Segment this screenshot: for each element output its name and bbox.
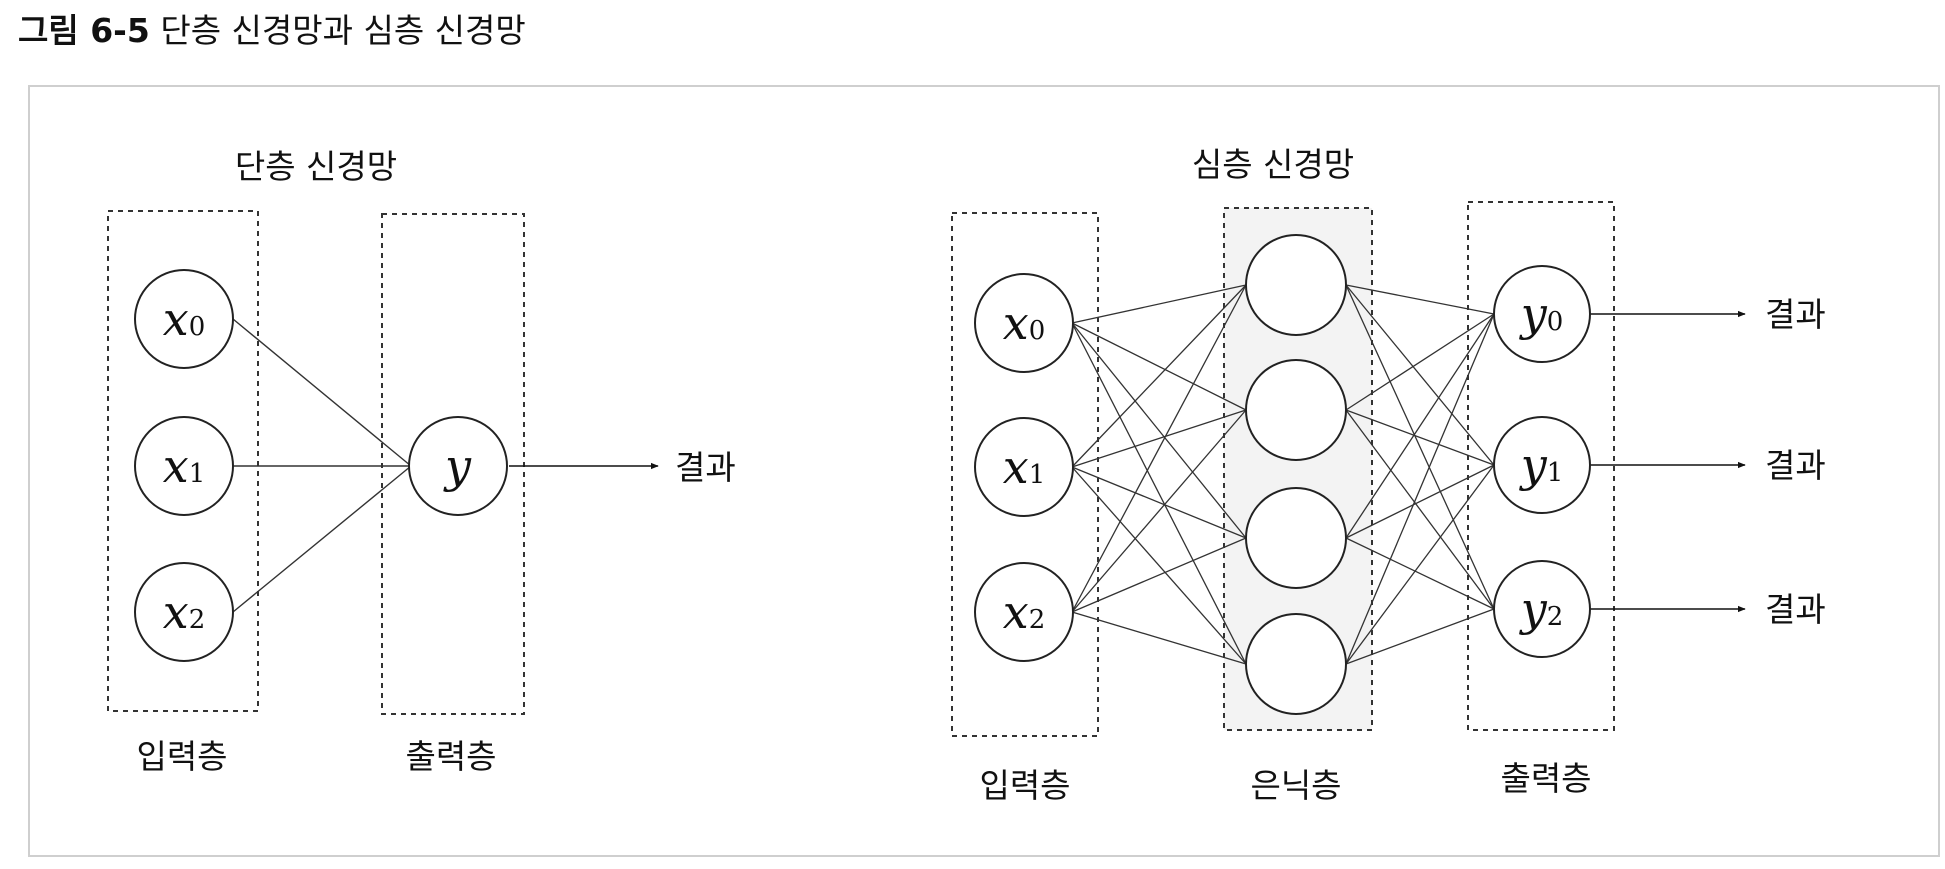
deep-output-layer-box [1467, 201, 1615, 731]
single-output-layer-label: 출력층 [405, 737, 496, 776]
single-layer-network: 단층 신경망 x0 x1 x2 y 결과 입력층 출력층 [107, 147, 736, 776]
figure-number: 그림 6-5 [18, 11, 150, 50]
deep-edge-in2-h1 [1071, 409, 1247, 613]
svg-text:y0: y0 [1519, 287, 1564, 341]
node-subscript: 2 [1547, 602, 1564, 632]
deep-edge-h0-out2 [1345, 284, 1495, 610]
single-output-layer-box [381, 213, 525, 715]
node-subscript: 1 [1029, 460, 1046, 490]
svg-text:y1: y1 [1519, 438, 1564, 492]
deep-edge-h0-out1 [1345, 284, 1495, 466]
single-result-label: 결과 [675, 448, 736, 487]
deep-input-layer-label: 입력층 [979, 766, 1070, 805]
deep-edge-h2-out1 [1345, 464, 1495, 539]
deep-edge-h1-out1 [1345, 409, 1495, 466]
deep-edge-in2-h0 [1071, 284, 1247, 613]
deep-input-node: x2 [974, 562, 1074, 662]
deep-hidden-node [1245, 234, 1347, 336]
deep-edge-in0-h2 [1071, 322, 1247, 539]
single-input-node: x0 [134, 269, 234, 369]
single-input-layer-label: 입력층 [136, 737, 227, 776]
single-input-layer-box [107, 210, 259, 712]
figure-caption: 그림 6-5 단층 신경망과 심층 신경망 [18, 14, 526, 47]
node-var: x [1003, 440, 1029, 494]
node-var: y [1519, 438, 1548, 492]
node-subscript: 2 [189, 605, 206, 635]
node-var: x [1003, 296, 1029, 350]
figure-frame [28, 85, 1940, 857]
deep-output-node: y2 [1493, 560, 1591, 658]
single-edge-x0-y [232, 318, 412, 467]
single-connections [232, 318, 659, 613]
node-var: x [163, 292, 189, 346]
single-input-node: x2 [134, 562, 234, 662]
deep-edge-in1-h1 [1071, 409, 1247, 468]
deep-hidden-layer-label: 은닉층 [1250, 766, 1341, 805]
node-subscript: 0 [189, 312, 206, 342]
deep-edge-in1-h2 [1071, 466, 1247, 539]
deep-output-layer-label: 출력층 [1500, 759, 1591, 798]
svg-text:x1: x1 [1003, 440, 1046, 494]
deep-output-node: y0 [1493, 265, 1591, 363]
single-output-node: y [408, 416, 508, 516]
single-net-title: 단층 신경망 [235, 147, 397, 186]
deep-input-node: x0 [974, 273, 1074, 373]
node-var: y [1519, 287, 1548, 341]
node-var: y [443, 439, 472, 493]
deep-hidden-node [1245, 613, 1347, 715]
deep-input-node: x1 [974, 417, 1074, 517]
deep-edge-in1-h0 [1071, 284, 1247, 468]
single-input-node: x1 [134, 416, 234, 516]
deep-edge-in1-h3 [1071, 466, 1247, 665]
node-var: x [1003, 585, 1029, 639]
figure-title: 단층 신경망과 심층 신경망 [160, 11, 526, 50]
deep-result-label: 결과 [1765, 446, 1826, 485]
node-subscript: 2 [1029, 605, 1046, 635]
node-subscript: 1 [189, 459, 206, 489]
svg-text:x0: x0 [163, 292, 206, 346]
deep-edge-in0-h3 [1071, 322, 1247, 665]
svg-text:y2: y2 [1519, 582, 1564, 636]
deep-output-node: y1 [1493, 416, 1591, 514]
svg-text:x1: x1 [163, 439, 206, 493]
deep-hidden-node [1245, 359, 1347, 461]
deep-edge-in2-h3 [1071, 611, 1247, 665]
deep-edge-h2-out2 [1345, 537, 1495, 610]
single-edge-x2-y [232, 465, 412, 613]
deep-edge-in2-h2 [1071, 537, 1247, 613]
node-subscript: 1 [1547, 458, 1564, 488]
deep-edge-in0-h0 [1071, 284, 1247, 324]
deep-hidden-node [1245, 487, 1347, 589]
node-subscript: 0 [1547, 307, 1564, 337]
deep-edge-h3-out1 [1345, 464, 1495, 665]
svg-text:x2: x2 [163, 585, 206, 639]
deep-edge-h0-out0 [1345, 284, 1495, 315]
node-var: x [163, 439, 189, 493]
svg-text:x0: x0 [1003, 296, 1046, 350]
deep-edge-in0-h1 [1071, 322, 1247, 411]
deep-edge-h1-out2 [1345, 409, 1495, 610]
deep-net-title: 심층 신경망 [1192, 145, 1354, 184]
deep-edge-h3-out0 [1345, 313, 1495, 665]
deep-input-layer-box [951, 212, 1099, 737]
deep-result-label: 결과 [1765, 590, 1826, 629]
deep-result-label: 결과 [1765, 295, 1826, 334]
node-var: y [1519, 582, 1548, 636]
deep-edge-h1-out0 [1345, 313, 1495, 411]
deep-edge-h2-out0 [1345, 313, 1495, 539]
node-var: x [163, 585, 189, 639]
deep-edge-h3-out2 [1345, 608, 1495, 665]
deep-network: 심층 신경망 [951, 145, 1826, 805]
node-subscript: 0 [1029, 316, 1046, 346]
deep-connections [1071, 284, 1746, 665]
svg-text:y: y [443, 439, 472, 493]
svg-text:x2: x2 [1003, 585, 1046, 639]
